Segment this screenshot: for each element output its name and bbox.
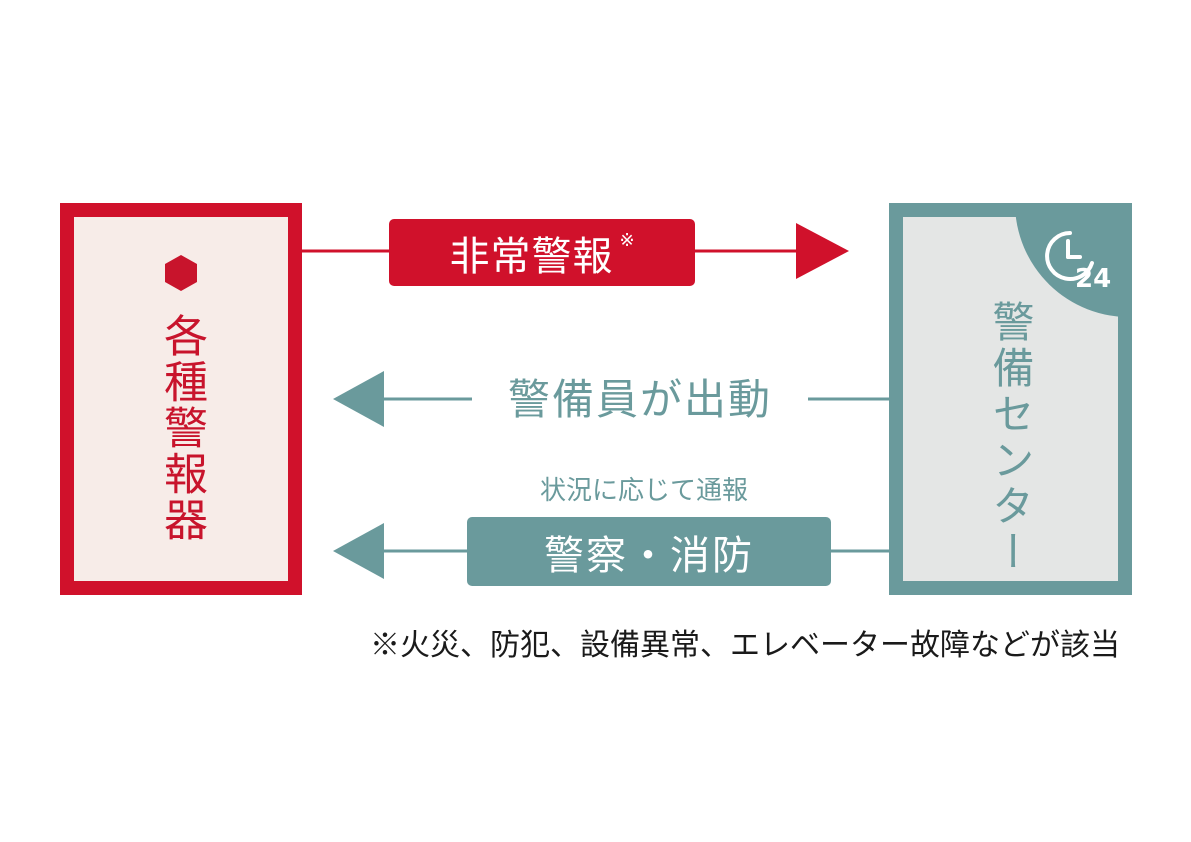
footnote: ※火災、防犯、設備異常、エレベーター故障などが該当: [370, 628, 1120, 663]
clock-24-icon: [1015, 203, 1132, 317]
guard-dispatch-label: 警備員が出動: [507, 375, 772, 424]
clock-badge-number: 24: [1075, 264, 1111, 294]
clock-icon: 24: [1045, 231, 1111, 294]
emergency-alarm-note-mark: ※: [619, 230, 635, 251]
arrow-right-icon: [796, 223, 849, 279]
police-fire-pill: 警察・消防: [467, 517, 831, 586]
arrow-left-icon: [333, 523, 384, 579]
security-center-box: [889, 203, 1132, 595]
emergency-alarm-pill: 非常警報※: [389, 219, 695, 286]
police-fire-label: 警察・消防: [544, 532, 754, 579]
emergency-alarm-label: 非常警報: [449, 233, 614, 280]
security-center-label: 警備センター: [986, 300, 1035, 576]
report-caption: 状況に応じて通報: [539, 476, 748, 506]
alarm-devices-label: 各種警報器: [156, 313, 207, 543]
hexagon-icon: [165, 255, 197, 291]
arrow-left-icon: [333, 371, 384, 427]
